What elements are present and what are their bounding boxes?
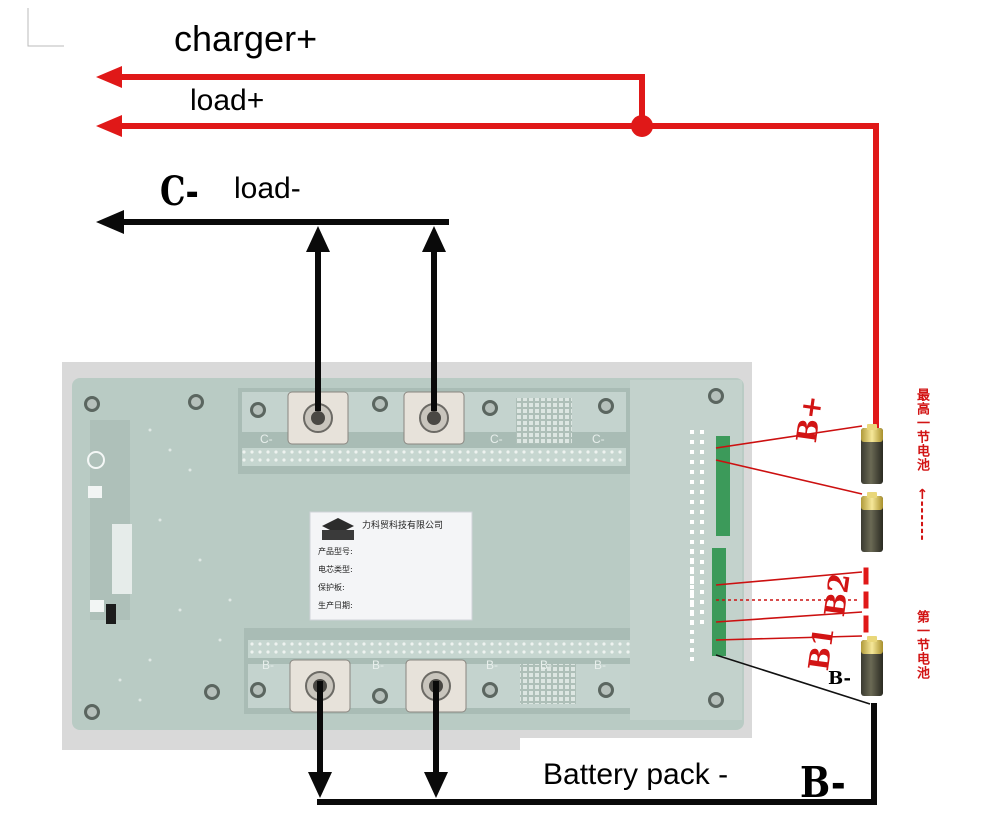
screw-icon bbox=[708, 692, 724, 708]
screw-icon bbox=[84, 704, 100, 720]
cn-bottom-cell-label: 第一节电池 bbox=[914, 610, 929, 680]
load-plus-label: load+ bbox=[190, 84, 265, 117]
battery-cells bbox=[861, 424, 883, 696]
battery-pack-minus-wire bbox=[317, 703, 877, 805]
cn-top-cell-label: 最高一节电池 bbox=[914, 388, 929, 472]
board-b-mark: B- bbox=[262, 658, 274, 672]
up-arrow-2-icon bbox=[422, 226, 446, 252]
c-minus-arrow-icon bbox=[96, 210, 124, 234]
board-c-mark: C- bbox=[260, 432, 273, 446]
crop-mark bbox=[27, 8, 64, 47]
sticker-line-1: 产品型号: bbox=[318, 547, 353, 556]
screw-icon bbox=[598, 682, 614, 698]
bolt-terminal-icon bbox=[403, 391, 465, 445]
screw-icon bbox=[84, 396, 100, 412]
sticker-line-3: 保护板: bbox=[318, 583, 345, 592]
board-b-mark: B- bbox=[540, 658, 552, 672]
screw-icon bbox=[708, 388, 724, 404]
down-arrow-1-icon bbox=[308, 772, 332, 798]
sticker-line-2: 电芯类型: bbox=[318, 565, 353, 574]
down-arrow-2-icon bbox=[424, 772, 448, 798]
screw-icon bbox=[188, 394, 204, 410]
screw-icon bbox=[250, 402, 266, 418]
screw-icon bbox=[250, 682, 266, 698]
b2-label: B2 bbox=[818, 571, 857, 619]
charger-arrow-icon bbox=[96, 66, 122, 88]
junction-dot-icon bbox=[631, 115, 653, 137]
b-minus-sense-line bbox=[715, 654, 871, 705]
board-c-mark: C- bbox=[592, 432, 605, 446]
battery-pack-minus-label: Battery pack - bbox=[543, 758, 729, 791]
board-b-mark: B- bbox=[594, 658, 606, 672]
board-b-mark: B- bbox=[372, 658, 384, 672]
load-minus-label: load- bbox=[234, 172, 301, 205]
cn-arrow-label: ←------ bbox=[914, 488, 930, 542]
screw-icon bbox=[204, 684, 220, 700]
black-wires bbox=[109, 219, 877, 805]
battery-cell-icon bbox=[861, 492, 883, 552]
battery-cell-icon bbox=[861, 424, 883, 484]
screw-icon bbox=[482, 400, 498, 416]
screw-icon bbox=[598, 398, 614, 414]
screw-icon bbox=[372, 688, 388, 704]
sticker-company: 力科贸科技有限公司 bbox=[362, 521, 444, 531]
screw-icon bbox=[372, 396, 388, 412]
b-minus-small-label: B- bbox=[828, 668, 852, 689]
up-arrow-1-icon bbox=[306, 226, 330, 252]
b-minus-big-label: B- bbox=[800, 758, 846, 807]
load-plus-arrow-icon bbox=[96, 115, 122, 137]
product-sticker bbox=[309, 511, 473, 621]
board-c-mark: C- bbox=[490, 432, 503, 446]
screw-icon bbox=[482, 682, 498, 698]
sense-lines bbox=[715, 425, 863, 641]
c-minus-label: C- bbox=[160, 168, 199, 215]
battery-cell-icon bbox=[861, 636, 883, 696]
b1-label: B1 bbox=[802, 625, 841, 673]
sticker-line-4: 生产日期: bbox=[318, 601, 353, 610]
b-plus-label: B+ bbox=[790, 393, 830, 445]
red-wires bbox=[107, 74, 879, 633]
charger-plus-label: charger+ bbox=[174, 18, 318, 59]
board-b-mark: B- bbox=[486, 658, 498, 672]
